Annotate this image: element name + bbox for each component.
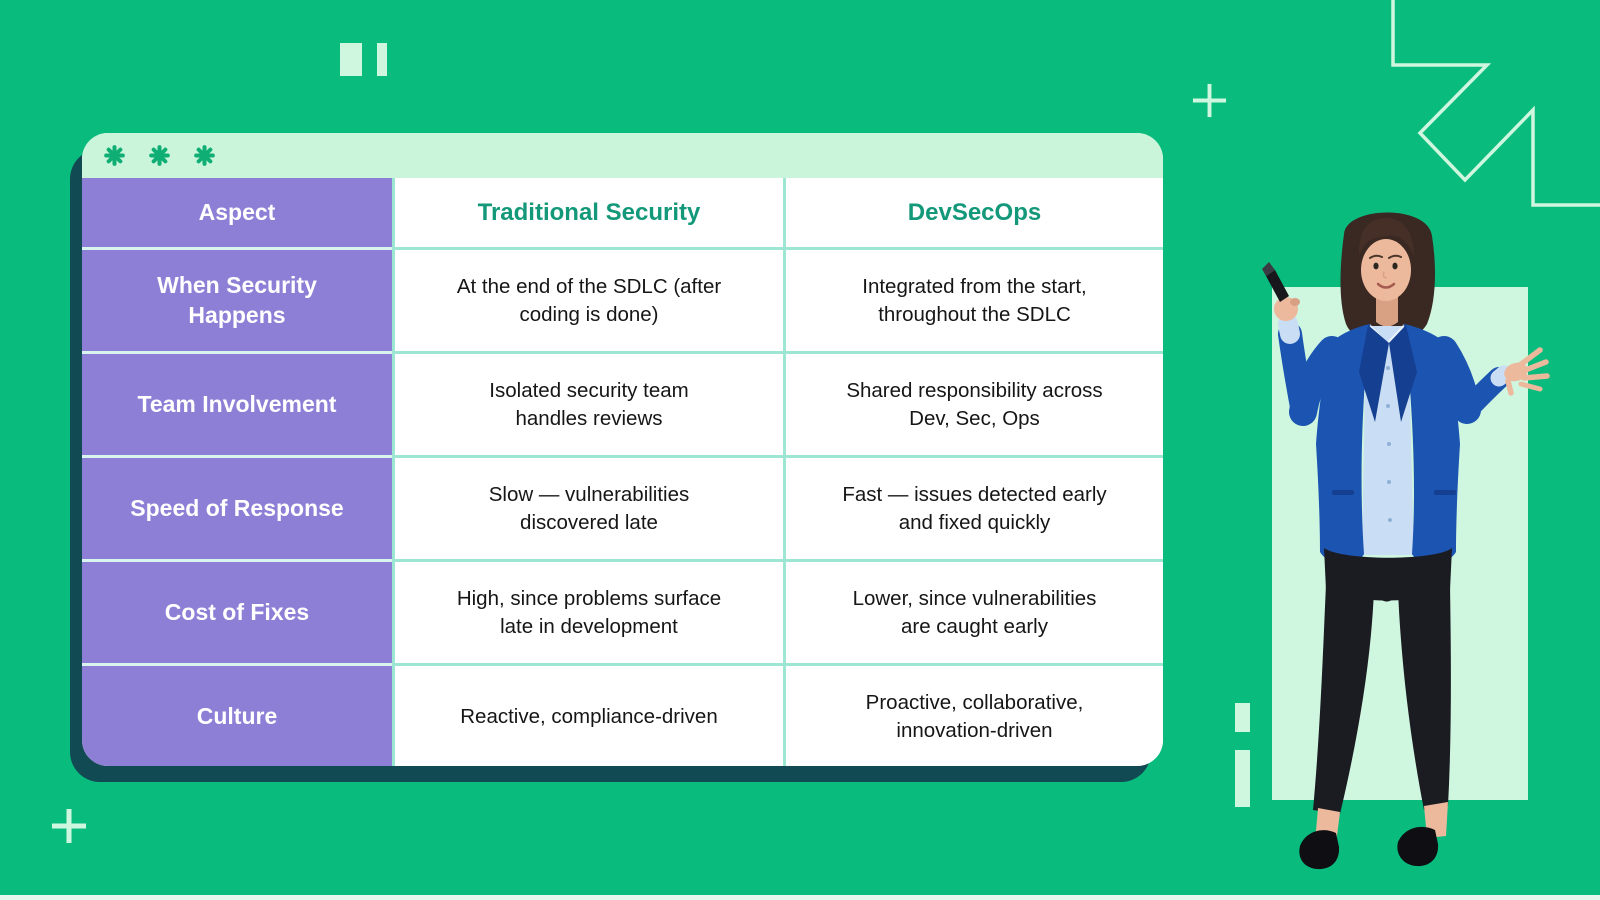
table-cell: Fast — issues detected early and fixed q… <box>783 455 1163 559</box>
table-cell: Shared responsibility across Dev, Sec, O… <box>783 351 1163 455</box>
presenter-illustration <box>1262 212 1550 870</box>
plus-icon <box>1192 83 1227 118</box>
column-header-aspect: Aspect <box>82 178 392 247</box>
row-label-cost-of-fixes: Cost of Fixes <box>82 559 392 663</box>
column-header-devsecops: DevSecOps <box>783 178 1163 247</box>
row-label-speed-of-response: Speed of Response <box>82 455 392 559</box>
person-left-arm-open <box>1430 336 1550 424</box>
table-cell: At the end of the SDLC (after coding is … <box>392 247 783 351</box>
marker-icon <box>1262 262 1289 302</box>
table-cell: Slow — vulnerabilities discovered late <box>392 455 783 559</box>
comparison-table: Aspect Traditional Security DevSecOps Wh… <box>82 178 1163 766</box>
table-cell: Integrated from the start, throughout th… <box>783 247 1163 351</box>
asterisk-icon <box>149 145 170 166</box>
table-cell: Lower, since vulnerabilities are caught … <box>783 559 1163 663</box>
table-cell: Isolated security team handles reviews <box>392 351 783 455</box>
zigzag-decoration <box>1391 0 1600 207</box>
bottom-edge-strip <box>0 895 1600 900</box>
table-cell: Reactive, compliance-driven <box>392 663 783 766</box>
row-label-team-involvement: Team Involvement <box>82 351 392 455</box>
card-header-strip <box>82 133 1163 178</box>
square-decoration <box>340 43 362 76</box>
row-label-when-security-happens: When Security Happens <box>82 247 392 351</box>
person-right-arm-raised <box>1262 262 1346 426</box>
table-cell: Proactive, collaborative, innovation-dri… <box>783 663 1163 766</box>
person-feet <box>1299 802 1448 870</box>
bar-decoration <box>377 43 387 76</box>
row-label-culture: Culture <box>82 663 392 766</box>
person-head <box>1358 218 1414 327</box>
bar-decoration <box>1235 703 1250 732</box>
bar-decoration <box>1235 750 1250 807</box>
table-cell: High, since problems surface late in dev… <box>392 559 783 663</box>
asterisk-icon <box>194 145 215 166</box>
column-header-traditional-security: Traditional Security <box>392 178 783 247</box>
plus-icon <box>52 809 86 843</box>
person-pants <box>1313 548 1452 814</box>
comparison-card: Aspect Traditional Security DevSecOps Wh… <box>82 133 1163 766</box>
asterisk-icon <box>104 145 125 166</box>
